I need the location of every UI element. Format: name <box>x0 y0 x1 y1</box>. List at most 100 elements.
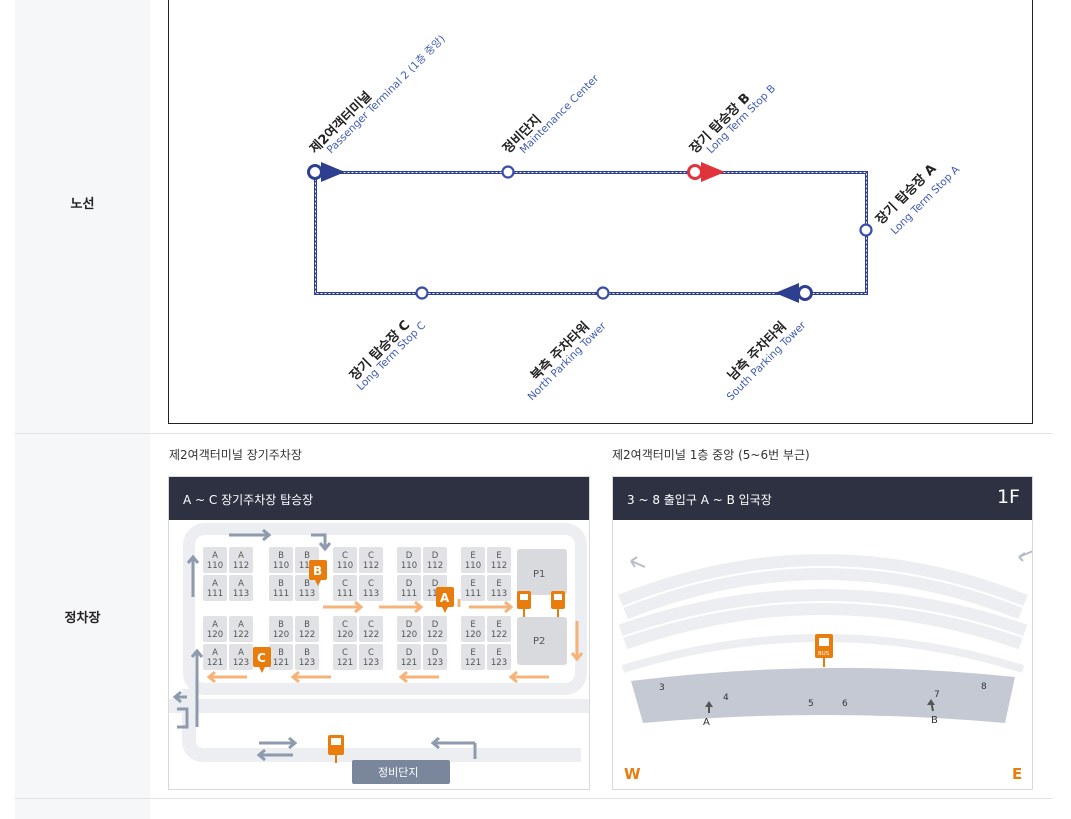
bus-stop-icon[interactable] <box>328 735 344 763</box>
parking-cell <box>203 616 227 642</box>
station-north-parking-tower[interactable]: 북측 주차타워 North Parking Tower <box>526 286 610 404</box>
parking-lot-p1 <box>517 549 567 595</box>
parking-lot-p2 <box>517 617 567 665</box>
gate-3: 3 <box>659 683 665 693</box>
station-marker <box>415 286 429 300</box>
parking-cell <box>295 616 319 642</box>
route-line <box>314 171 868 295</box>
parking-cell <box>203 547 227 573</box>
parking-cell-number: 122 <box>299 630 315 640</box>
parking-cell-number: 123 <box>491 658 507 668</box>
route-map: 제2여객터미널 Passenger Terminal 2 (1층 중앙) 정비단… <box>168 0 1033 424</box>
parking-cell <box>269 547 293 573</box>
parking-cell-number: 122 <box>491 630 507 640</box>
parking-cell-number: 123 <box>427 658 443 668</box>
parking-cell <box>333 547 357 573</box>
station-marker <box>596 286 610 300</box>
parking-cell-zone: B <box>278 648 284 658</box>
station-long-term-a[interactable]: 장기 탑승장 A Long Term Stop A <box>859 161 963 237</box>
gate-8: 8 <box>981 682 987 692</box>
parking-cell-number: 122 <box>363 630 379 640</box>
parking-cell <box>229 644 253 670</box>
route-diagram: 제2여객터미널 Passenger Terminal 2 (1층 중앙) 정비단… <box>307 33 963 404</box>
parking-cell <box>269 616 293 642</box>
maintenance-label: 정비단지 <box>378 766 418 779</box>
bus-stop-icon[interactable] <box>551 591 565 617</box>
parking-cell-zone: B <box>304 648 310 658</box>
parking-cell-zone: B <box>278 579 284 589</box>
parking-cell-zone: A <box>238 579 244 589</box>
panel-title: 3 ~ 8 출입구 A ~ B 입국장 <box>627 493 772 507</box>
stop-marker-b[interactable]: B <box>309 560 327 586</box>
parking-cell-number: 113 <box>491 589 507 599</box>
parking-cell-zone: C <box>342 579 348 589</box>
row-divider <box>15 433 1052 434</box>
direction-arrow-icon <box>775 283 799 303</box>
parking-cell-number: 111 <box>401 589 417 599</box>
parking-cell-zone: C <box>368 551 374 561</box>
panel-header: 3 ~ 8 출입구 A ~ B 입국장 1F <box>613 477 1032 520</box>
parking-cell <box>397 547 421 573</box>
west-label: W <box>624 765 641 783</box>
parking-cell <box>397 575 421 601</box>
parking-cell-number: 113 <box>299 589 315 599</box>
parking-cell-number: 113 <box>363 589 379 599</box>
bus-stop-icon[interactable] <box>517 591 531 617</box>
parking-cell-number: 112 <box>233 561 249 571</box>
station-long-term-b[interactable]: 장기 탑승장 B Long Term Stop B <box>687 83 779 182</box>
parking-cell-number: 121 <box>207 658 223 668</box>
parking-cell-zone: A <box>212 648 218 658</box>
terminal-1f-map: 3 ~ 8 출입구 A ~ B 입국장 1F 3 4 5 6 7 8 A <box>612 476 1033 790</box>
station-long-term-c[interactable]: 장기 탑승장 C Long Term Stop C <box>347 286 429 394</box>
panel-header: A ~ C 장기주차장 탑승장 <box>169 477 589 520</box>
station-south-parking-tower[interactable]: 남측 주차타워 South Parking Tower <box>725 283 813 403</box>
road <box>169 699 589 713</box>
parking-cell <box>461 616 485 642</box>
parking-cell-number: 111 <box>465 589 481 599</box>
parking-cell <box>295 644 319 670</box>
station-maintenance-center[interactable]: 정비단지 Maintenance Center <box>500 72 602 179</box>
parking-cell-zone: C <box>368 648 374 658</box>
parking-cell <box>487 547 511 573</box>
parking-cell <box>461 547 485 573</box>
gate-7: 7 <box>934 690 940 700</box>
direction-arrow-icon <box>701 162 725 182</box>
parking-cell-number: 113 <box>427 589 443 599</box>
parking-cell-zone: E <box>496 579 501 589</box>
parking-cell-zone: B <box>278 620 284 630</box>
parking-cell-zone: B <box>304 620 310 630</box>
parking-cell-zone: D <box>432 648 439 658</box>
bus-stop-icon[interactable]: BUS <box>815 634 833 667</box>
road <box>182 689 581 762</box>
parking-cell-number: 110 <box>337 561 353 571</box>
stop-marker-a[interactable]: A <box>436 587 454 613</box>
parking-cell-number: 110 <box>273 561 289 571</box>
parking-cell <box>269 644 293 670</box>
next-row-header <box>15 799 150 819</box>
parking-cell <box>333 616 357 642</box>
parking-cell-number: 120 <box>207 630 223 640</box>
gate-4: 4 <box>723 693 729 703</box>
station-t2[interactable]: 제2여객터미널 Passenger Terminal 2 (1층 중앙) <box>307 33 448 182</box>
parking-cell-number: 123 <box>233 658 249 668</box>
stop-marker-c[interactable]: C <box>253 647 271 673</box>
parking-cell-number: 113 <box>233 589 249 599</box>
station-marker <box>687 164 703 180</box>
parking-cell-zone: C <box>342 551 348 561</box>
parking-cell-zone: A <box>212 579 218 589</box>
arrival-b-label: B <box>931 715 938 726</box>
parking-cell-zone: E <box>496 648 501 658</box>
parking-cell <box>487 644 511 670</box>
arrival-a[interactable]: A <box>703 701 713 728</box>
station-marker <box>501 165 515 179</box>
parking-cell-zone: D <box>406 579 413 589</box>
parking-cell-zone: A <box>212 551 218 561</box>
parking-cell <box>229 616 253 642</box>
traffic-arrows <box>630 550 1032 568</box>
parking-cell <box>423 547 447 573</box>
arrival-b[interactable]: B <box>927 699 938 726</box>
parking-cell-number: 112 <box>427 561 443 571</box>
p1-label: P1 <box>533 569 545 580</box>
maintenance-building[interactable] <box>352 760 450 784</box>
